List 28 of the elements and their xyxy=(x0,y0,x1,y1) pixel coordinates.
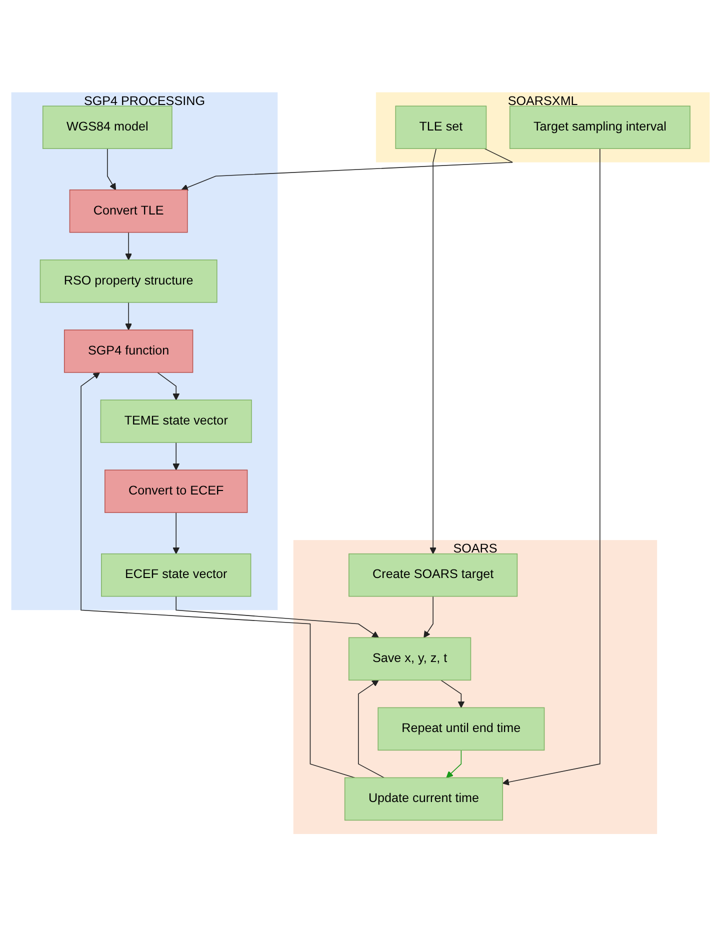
arrow xyxy=(125,302,132,330)
arrow xyxy=(502,148,600,786)
node-box: SGP4 function xyxy=(64,329,194,373)
arrow xyxy=(181,148,513,191)
arrow xyxy=(430,148,437,554)
arrow xyxy=(440,680,465,708)
arrow xyxy=(358,680,384,778)
arrow xyxy=(107,148,116,190)
node-box: Save x, y, z, t xyxy=(348,637,472,680)
arrow xyxy=(446,750,462,778)
node-box: ECEF state vector xyxy=(101,553,252,597)
node-box: RSO property structure xyxy=(40,259,218,303)
arrow xyxy=(157,372,180,400)
arrow xyxy=(172,512,180,554)
node-box: Target sampling interval xyxy=(509,106,690,149)
arrow xyxy=(172,442,180,470)
node-box: Repeat until end time xyxy=(378,707,545,750)
arrow xyxy=(125,232,132,260)
node-box: Convert to ECEF xyxy=(104,470,248,513)
node-box: Create SOARS target xyxy=(348,553,518,597)
arrow xyxy=(424,596,434,638)
node-box: WGS84 model xyxy=(42,106,172,149)
arrow xyxy=(80,372,356,778)
arrow xyxy=(176,596,379,638)
node-box: TLE set xyxy=(395,106,487,149)
node-box: Convert TLE xyxy=(69,189,188,233)
node-box: Update current time xyxy=(344,777,504,820)
node-box: TEME state vector xyxy=(100,399,252,443)
